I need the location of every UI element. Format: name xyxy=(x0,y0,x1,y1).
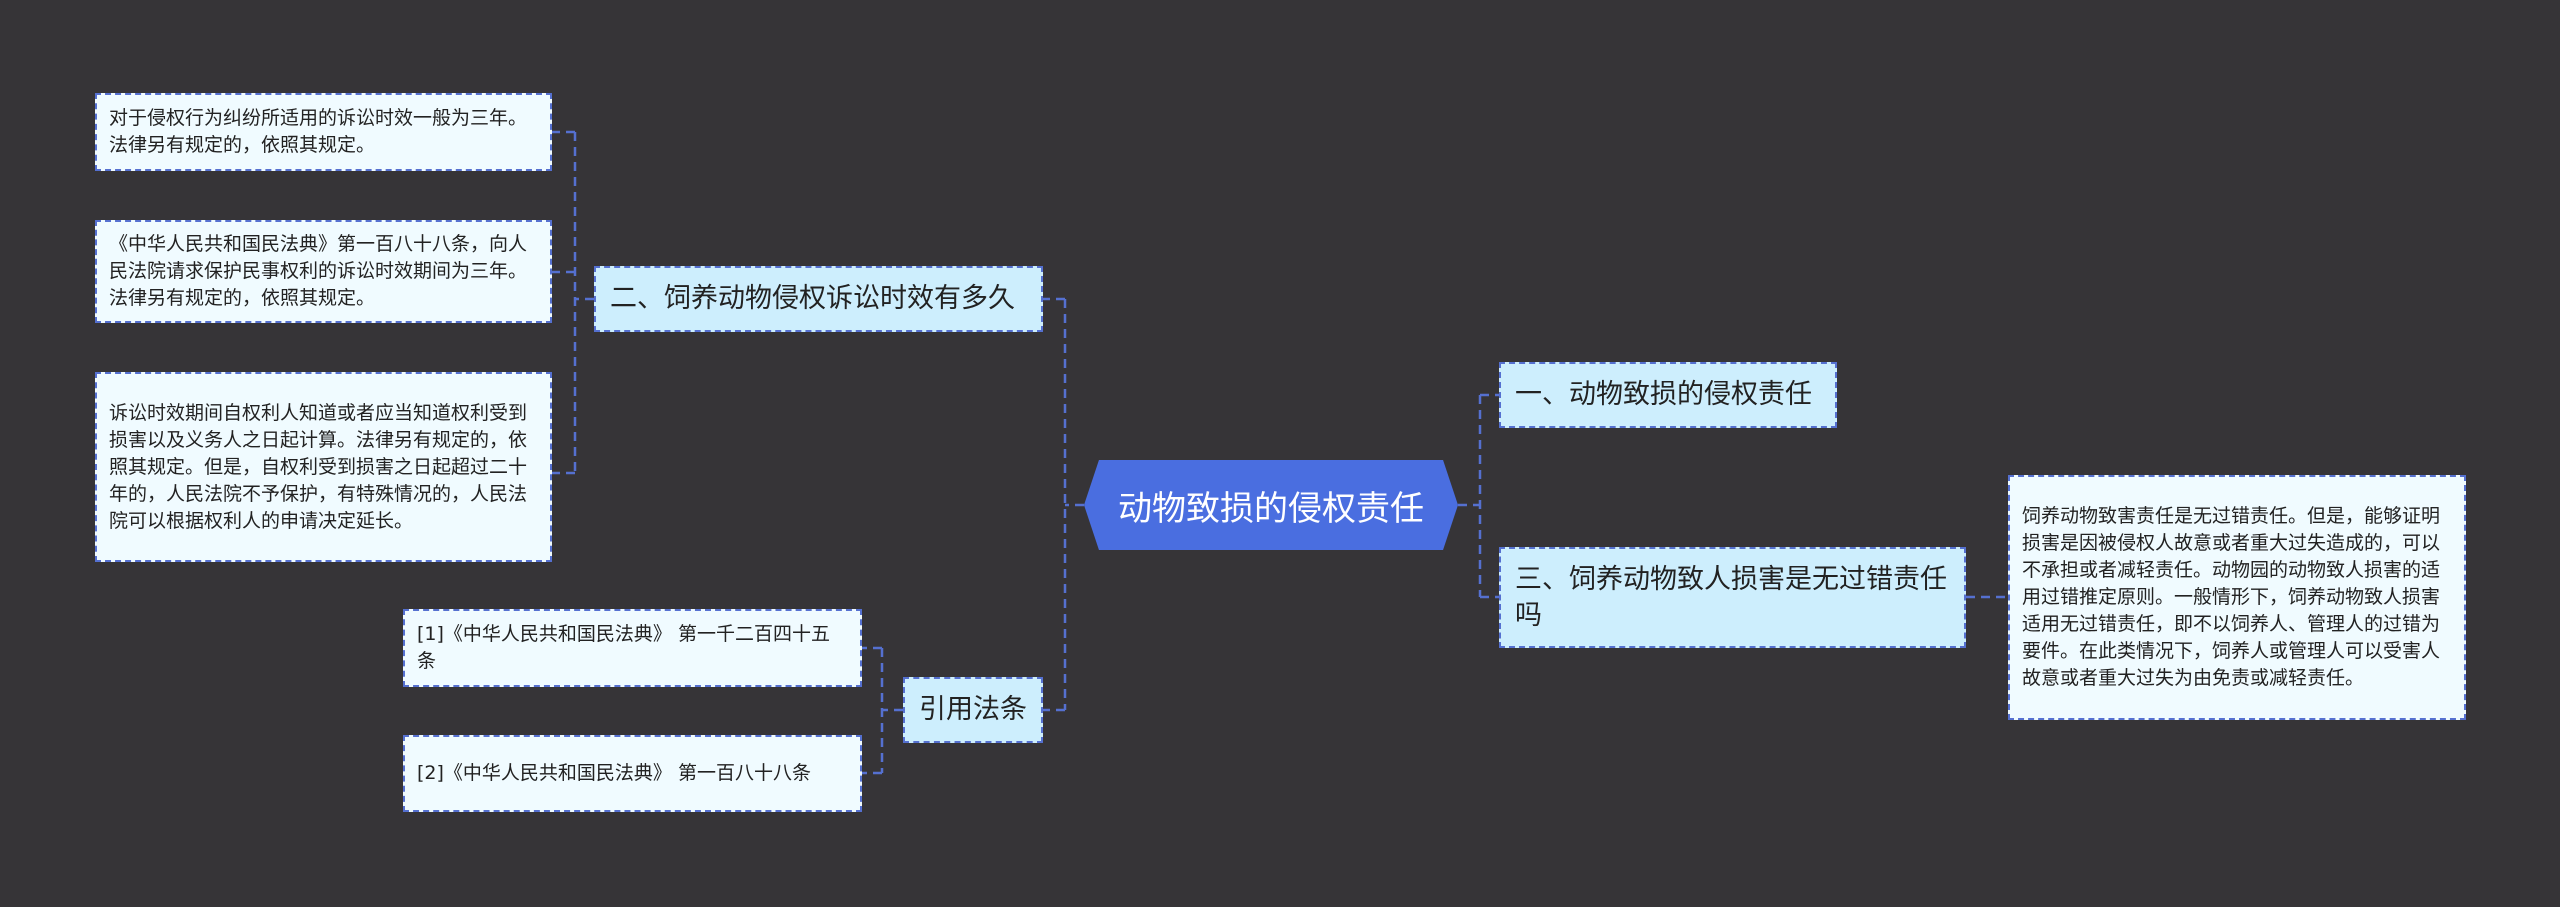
topic-2[interactable]: 二、饲养动物侵权诉讼时效有多久 xyxy=(594,266,1043,332)
topic-cite[interactable]: 引用法条 xyxy=(903,677,1043,743)
leaf-text: 诉讼时效期间自权利人知道或者应当知道权利受到损害以及义务人之日起计算。法律另有规… xyxy=(109,401,528,532)
topic-1-label: 一、动物致损的侵权责任 xyxy=(1515,379,1812,410)
connector-cite-leaves xyxy=(862,646,903,775)
connector-center-left xyxy=(1043,297,1084,712)
central-topic-label: 动物致损的侵权责任 xyxy=(1118,488,1424,529)
topic-3[interactable]: 三、饲养动物致人损害是无过错责任吗 xyxy=(1499,547,1966,648)
leaf-text: 对于侵权行为纠纷所适用的诉讼时效一般为三年。法律另有规定的，依照其规定。 xyxy=(109,107,528,156)
leaf-cite-1[interactable]: [1]《中华人民共和国民法典》 第一千二百四十五条 xyxy=(403,609,862,687)
leaf-t2-1[interactable]: 对于侵权行为纠纷所适用的诉讼时效一般为三年。法律另有规定的，依照其规定。 xyxy=(95,93,552,171)
leaf-t3-1[interactable]: 饲养动物致害责任是无过错责任。但是，能够证明损害是因被侵权人故意或者重大过失造成… xyxy=(2008,475,2466,720)
leaf-text: 饲养动物致害责任是无过错责任。但是，能够证明损害是因被侵权人故意或者重大过失造成… xyxy=(2022,505,2441,689)
connector-center-right xyxy=(1458,393,1499,599)
topic-3-label: 三、饲养动物致人损害是无过错责任吗 xyxy=(1515,563,1947,631)
connector-t2-leaves xyxy=(552,130,594,475)
topic-2-label: 二、饲养动物侵权诉讼时效有多久 xyxy=(610,283,1015,314)
topic-cite-label: 引用法条 xyxy=(919,694,1027,725)
leaf-text: [1]《中华人民共和国民法典》 第一千二百四十五条 xyxy=(417,623,830,672)
leaf-cite-2[interactable]: [2]《中华人民共和国民法典》 第一百八十八条 xyxy=(403,735,862,812)
leaf-text: [2]《中华人民共和国民法典》 第一百八十八条 xyxy=(417,762,811,784)
leaf-t2-3[interactable]: 诉讼时效期间自权利人知道或者应当知道权利受到损害以及义务人之日起计算。法律另有规… xyxy=(95,372,552,562)
leaf-t2-2[interactable]: 《中华人民共和国民法典》第一百八十八条，向人民法院请求保护民事权利的诉讼时效期间… xyxy=(95,220,552,323)
topic-1[interactable]: 一、动物致损的侵权责任 xyxy=(1499,362,1837,428)
leaf-text: 《中华人民共和国民法典》第一百八十八条，向人民法院请求保护民事权利的诉讼时效期间… xyxy=(109,233,528,309)
central-topic[interactable]: 动物致损的侵权责任 xyxy=(1084,460,1458,550)
